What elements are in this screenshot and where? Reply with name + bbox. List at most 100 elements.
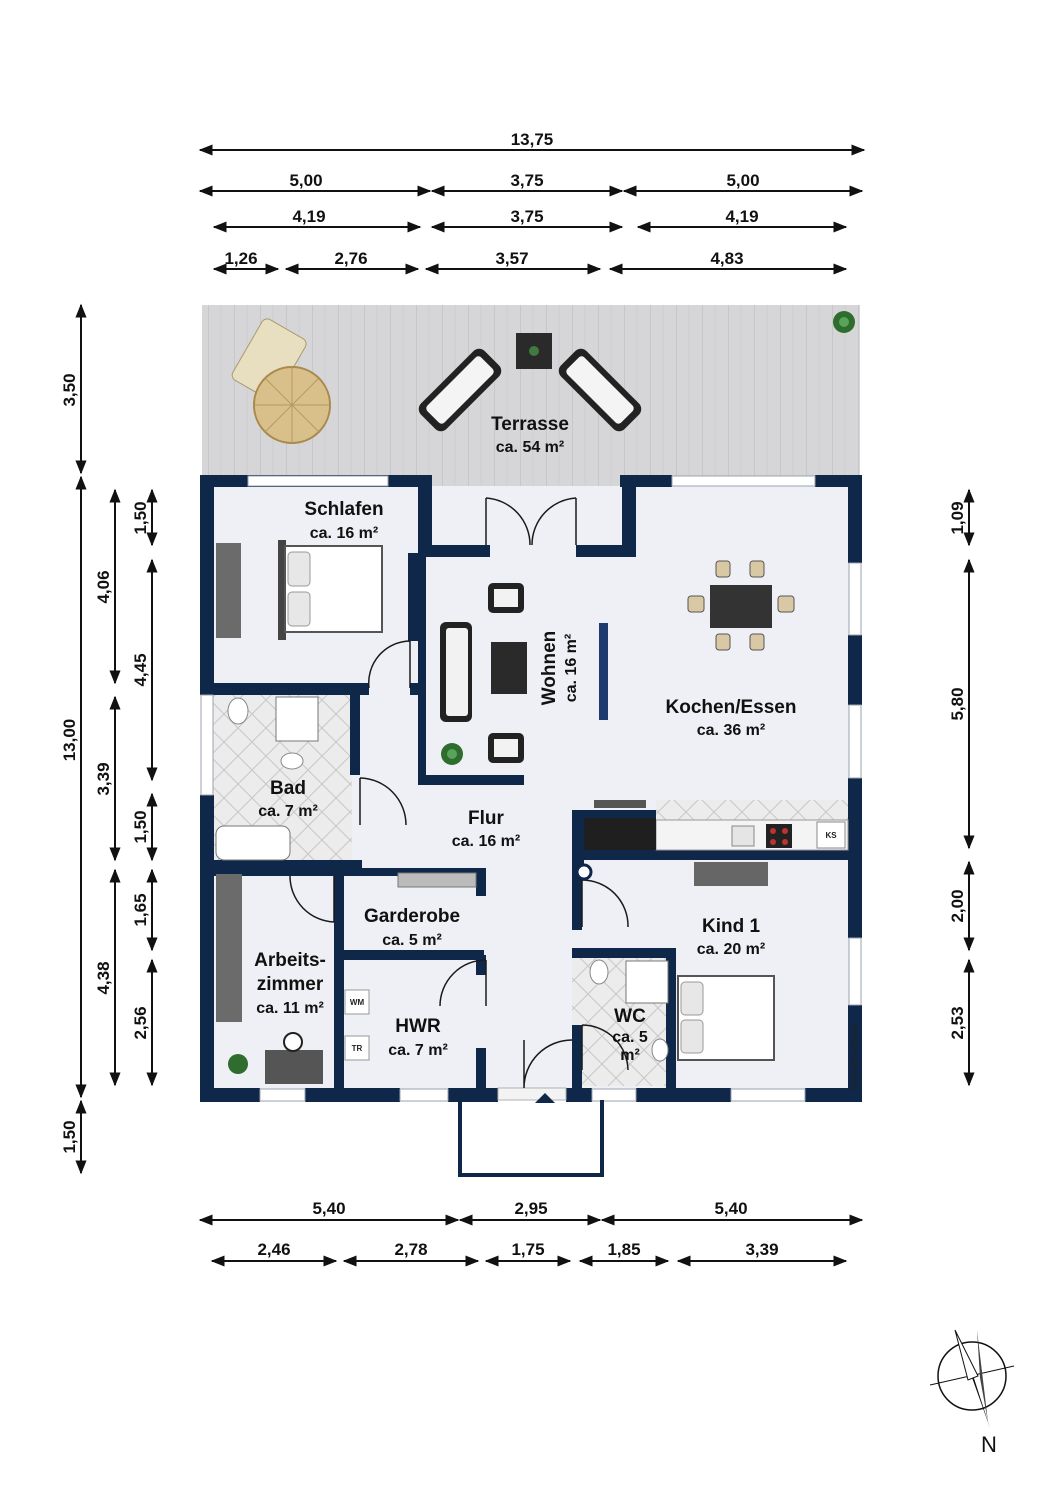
room-name-schlafen: Schlafen [304, 499, 383, 520]
dim-right-c: 2,00 [948, 889, 967, 922]
compass-north-label: N [981, 1432, 997, 1457]
room-area-arbeit: ca. 11 m² [256, 1000, 324, 1017]
entrance-porch [458, 1087, 604, 1177]
room-name-terrasse: Terrasse [491, 414, 569, 435]
dim-left-g: 1,50 [131, 501, 150, 534]
dim-left-f: 4,38 [94, 961, 113, 994]
room-name-hwr: HWR [395, 1016, 441, 1037]
room-name-zimmer: zimmer [257, 974, 324, 995]
dim-bottom-d: 2,46 [257, 1240, 290, 1259]
room-name-bad: Bad [270, 778, 306, 799]
shower-icon [275, 696, 319, 742]
washbasin-icon [280, 752, 304, 770]
stove-icon [766, 824, 792, 848]
dim-top-i: 3,57 [495, 249, 528, 268]
bathtub-icon [215, 825, 291, 861]
room-name-flur: Flur [468, 808, 504, 829]
dim-top-total: 13,75 [511, 130, 554, 149]
living-sofa-icon [440, 622, 472, 722]
dim-left-a: 3,50 [60, 373, 79, 406]
dim-top-j: 4,83 [710, 249, 743, 268]
dim-left-h: 4,45 [131, 653, 150, 686]
dimension-lines [75, 144, 975, 1267]
tr-label: TR [352, 1044, 363, 1053]
entrance-arrow-icon [535, 1093, 555, 1103]
dim-top-e: 3,75 [510, 207, 543, 226]
dimension-labels: 13,75 5,00 3,75 5,00 4,19 3,75 4,19 1,26… [60, 130, 967, 1259]
sink-icon [731, 825, 755, 847]
dining-table-icon [687, 560, 795, 651]
toilet-icon [589, 959, 609, 985]
dim-top-d: 4,19 [292, 207, 325, 226]
compass-icon: N [929, 1329, 1015, 1457]
toilet-icon [227, 697, 249, 725]
dim-left-e: 3,39 [94, 762, 113, 795]
room-name-garderobe: Garderobe [364, 906, 460, 927]
terrace-sofa-left-icon [418, 348, 502, 432]
doors [289, 497, 629, 1089]
dim-bottom-c: 5,40 [714, 1199, 747, 1218]
room-name-arbeits: Arbeits- [254, 950, 326, 971]
tv-panel-icon [599, 623, 608, 720]
fridge-icon [584, 818, 656, 850]
room-area-wohnen: ca. 16 m² [563, 634, 580, 702]
dryer-icon [344, 1035, 370, 1061]
shower-icon [625, 960, 669, 1004]
dim-bottom-g: 1,85 [607, 1240, 640, 1259]
room-name-wohnen: Wohnen [539, 631, 560, 706]
room-name-kind: Kind 1 [702, 916, 760, 937]
washing-machine-icon [344, 989, 370, 1015]
bed-icon [677, 975, 775, 1061]
room-area-garderobe: ca. 5 m² [382, 932, 442, 949]
dim-bottom-f: 1,75 [511, 1240, 544, 1259]
room-name-wc: WC [614, 1006, 646, 1027]
dresser-icon [694, 862, 768, 886]
bed-icon [284, 545, 383, 633]
room-name-kochen: Kochen/Essen [666, 697, 797, 718]
terrace-sofa-right-icon [558, 348, 642, 432]
dim-left-i: 1,50 [131, 810, 150, 843]
dim-top-f: 4,19 [725, 207, 758, 226]
walls [200, 475, 862, 1102]
dim-left-b: 13,00 [60, 719, 79, 762]
ks-label: KS [825, 831, 837, 840]
wm-label: WM [350, 998, 365, 1007]
room-area-terrasse: ca. 54 m² [496, 439, 564, 456]
dim-left-d: 4,06 [94, 570, 113, 603]
dim-top-c: 5,00 [726, 171, 759, 190]
windows [200, 475, 862, 1102]
dim-bottom-e: 2,78 [394, 1240, 427, 1259]
wardrobe-icon [216, 543, 241, 638]
shelf-icon [216, 874, 242, 1022]
dim-top-h: 2,76 [334, 249, 367, 268]
room-area-flur: ca. 16 m² [452, 833, 520, 850]
dim-right-d: 2,53 [948, 1006, 967, 1039]
dim-bottom-b: 2,95 [514, 1199, 547, 1218]
room-area-wc-2: m² [620, 1047, 640, 1064]
dim-top-a: 5,00 [289, 171, 322, 190]
room-area-kochen: ca. 36 m² [697, 722, 765, 739]
desk-icon [265, 1050, 323, 1084]
dim-right-b: 5,80 [948, 687, 967, 720]
dim-right-a: 1,09 [948, 501, 967, 534]
dim-bottom-a: 5,40 [312, 1199, 345, 1218]
credit-label: Immogrundriss [849, 1024, 860, 1090]
coat-rack-icon [397, 872, 477, 888]
dim-bottom-h: 3,39 [745, 1240, 778, 1259]
dim-left-c: 1,50 [60, 1120, 79, 1153]
ks-fixture [816, 821, 846, 849]
plant-icon [228, 1054, 248, 1074]
dim-left-k: 2,56 [131, 1006, 150, 1039]
room-area-kind: ca. 20 m² [697, 941, 765, 958]
room-area-schlafen: ca. 16 m² [310, 525, 378, 542]
room-area-hwr: ca. 7 m² [388, 1042, 448, 1059]
washbasin-icon [651, 1038, 669, 1062]
room-labels: Terrasse ca. 54 m² Schlafen ca. 16 m² Wo… [254, 414, 860, 1090]
dim-left-j: 1,65 [131, 893, 150, 926]
dim-top-b: 3,75 [510, 171, 543, 190]
dim-top-g: 1,26 [224, 249, 257, 268]
room-area-bad: ca. 7 m² [258, 803, 318, 820]
room-area-wc-1: ca. 5 [612, 1029, 648, 1046]
furniture [200, 311, 855, 1086]
